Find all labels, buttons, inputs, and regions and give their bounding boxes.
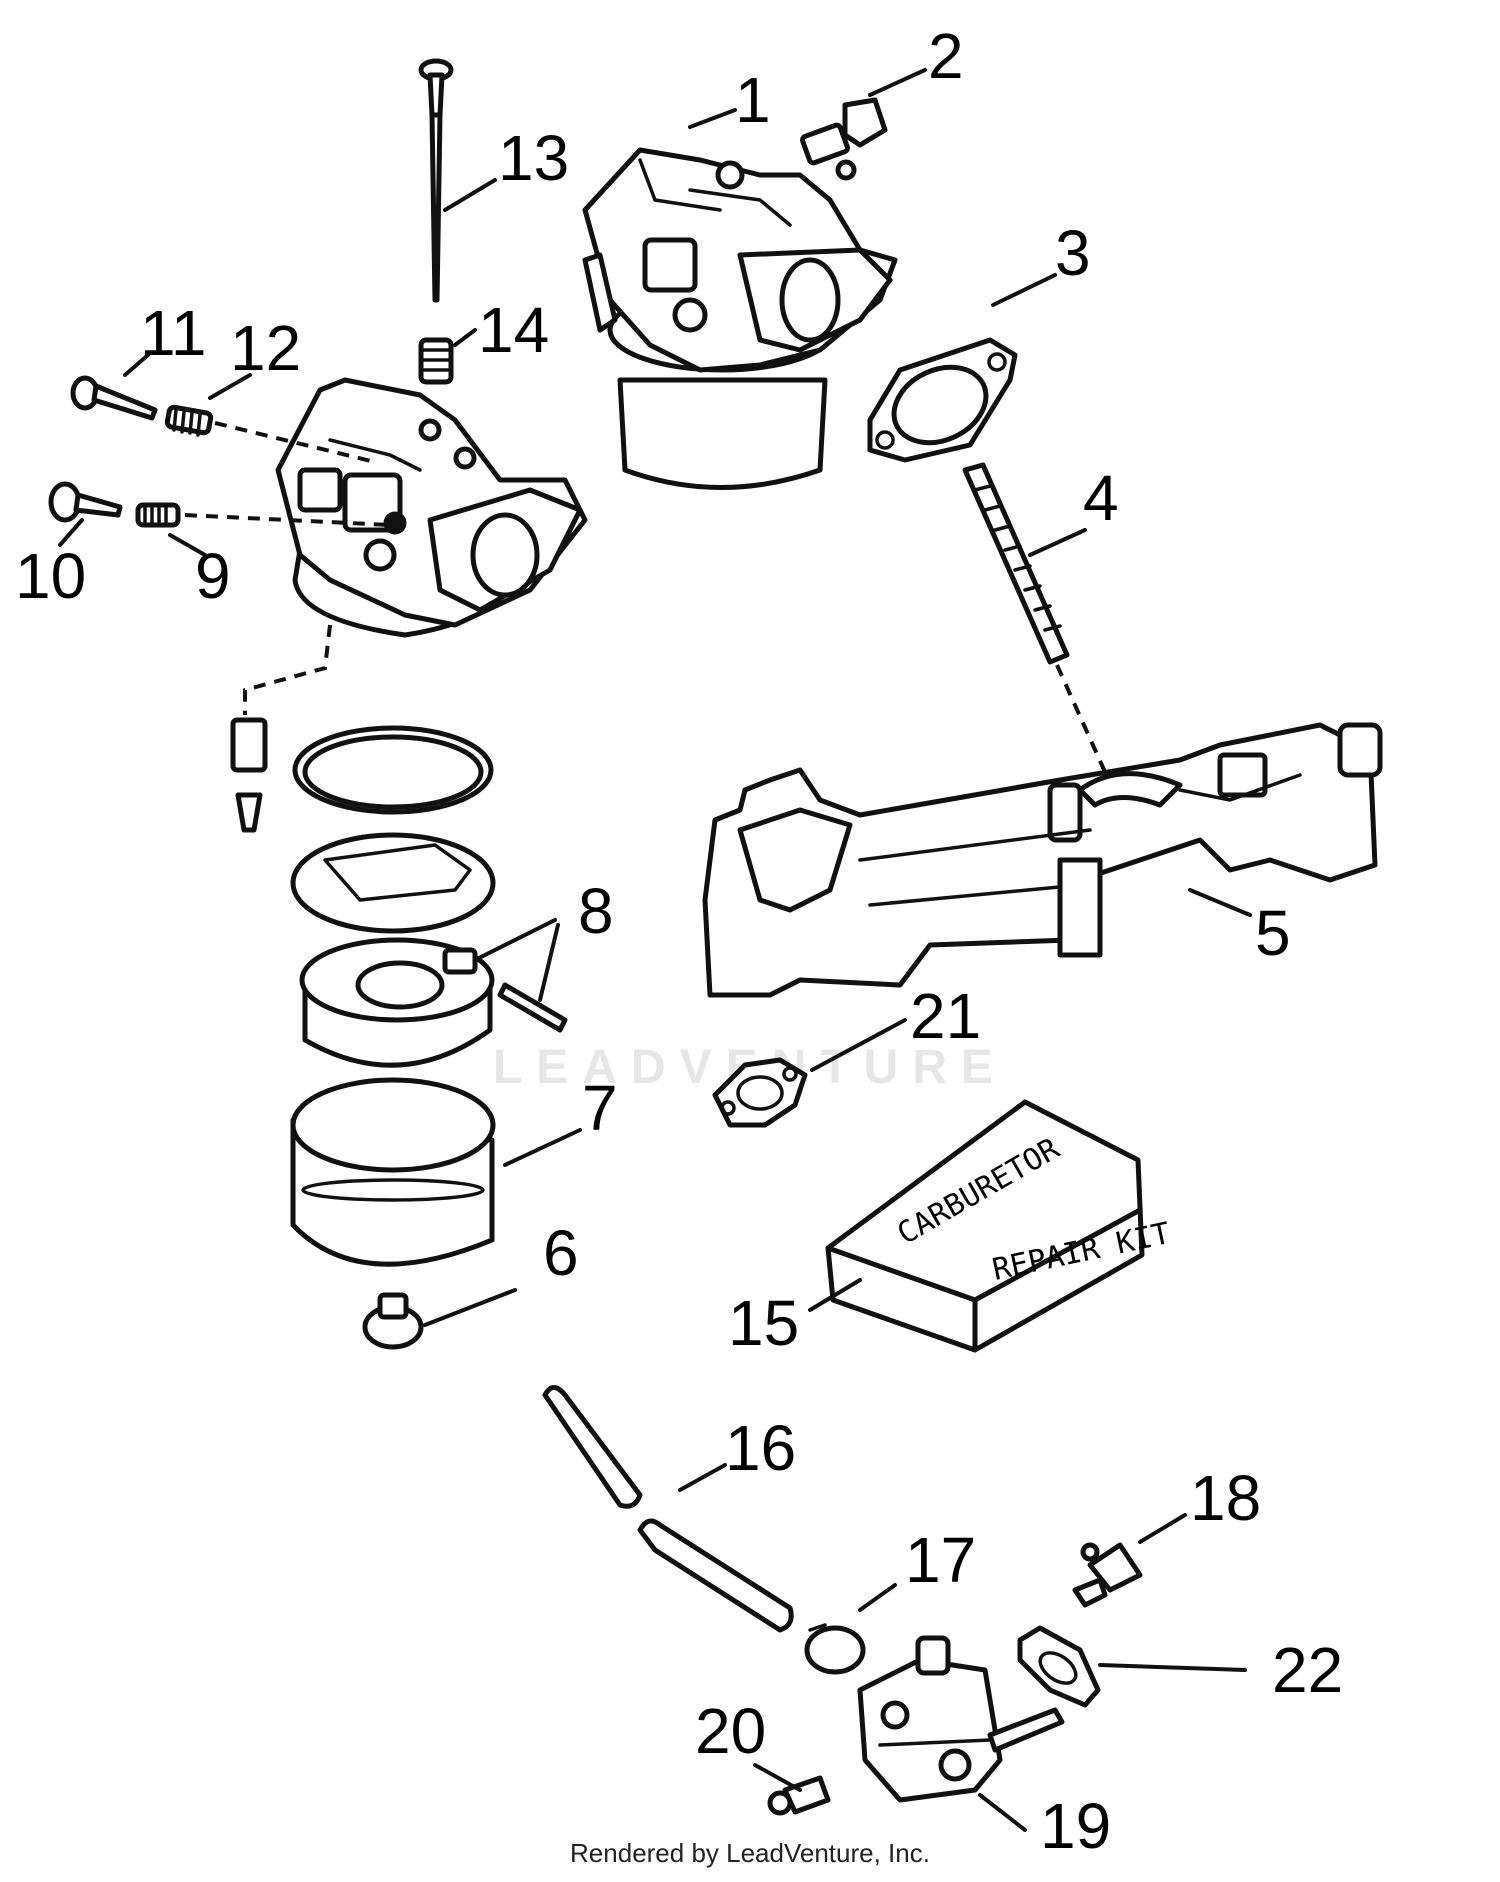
callout-19: 19 [1040, 1790, 1111, 1862]
part-19-fuel-pump[interactable] [857, 1635, 1065, 1803]
part-12-spring[interactable] [164, 404, 214, 437]
callout-22: 22 [1272, 1634, 1343, 1706]
part-20-fitting[interactable] [767, 1775, 831, 1816]
callout-15: 15 [728, 1287, 799, 1359]
callout-3: 3 [1055, 217, 1091, 289]
callout-13: 13 [498, 122, 569, 194]
part-18-fitting[interactable] [1072, 1542, 1143, 1608]
float-plate[interactable] [290, 832, 496, 934]
carburetor-body[interactable] [275, 377, 588, 638]
callout-4: 4 [1083, 462, 1119, 534]
callout-16: 16 [725, 1412, 796, 1484]
part-11-screw[interactable] [70, 375, 158, 421]
callout-8: 8 [578, 875, 614, 947]
part-8-float[interactable] [299, 937, 568, 1068]
callout-21: 21 [910, 980, 981, 1052]
part-10-screw[interactable] [48, 481, 123, 523]
part-6-drain-plug[interactable] [362, 1292, 424, 1350]
callout-2: 2 [928, 20, 964, 92]
callout-7: 7 [582, 1072, 618, 1144]
part-2-elbow-fitting[interactable] [800, 97, 888, 181]
callout-6: 6 [543, 1217, 579, 1289]
part-21-gasket[interactable] [712, 1057, 808, 1128]
part-14-spring[interactable] [418, 337, 454, 385]
bowl-gasket-ring[interactable] [292, 725, 494, 815]
part-15-repair-kit[interactable]: CARBURETOR REPAIR KIT [825, 1099, 1173, 1353]
part-1-carburetor[interactable] [582, 147, 898, 490]
inlet-needle[interactable] [230, 717, 268, 833]
callout-1: 1 [735, 64, 771, 136]
callout-numbers: 1 2 3 4 5 6 7 8 9 10 11 12 13 14 15 16 1… [15, 20, 1343, 1862]
callout-20: 20 [695, 1695, 766, 1767]
part-17-clamp[interactable] [804, 1623, 866, 1675]
part-4-stud[interactable] [962, 462, 1070, 665]
part-13-needle[interactable] [418, 58, 454, 303]
callout-11: 11 [140, 297, 206, 369]
part-9-spring[interactable] [135, 502, 181, 528]
part-22-gasket[interactable] [1017, 1625, 1101, 1708]
part-5-intake-manifold[interactable] [702, 722, 1383, 998]
part-7-float-bowl[interactable] [290, 1077, 496, 1267]
footer-credit: Rendered by LeadVenture, Inc. [570, 1838, 930, 1868]
part-16-fuel-line[interactable] [542, 1385, 794, 1633]
callout-12: 12 [230, 312, 301, 384]
callout-17: 17 [905, 1524, 976, 1596]
callout-9: 9 [195, 540, 231, 612]
callout-10: 10 [15, 540, 86, 612]
callout-5: 5 [1255, 897, 1291, 969]
callout-18: 18 [1190, 1462, 1261, 1534]
leader-lines [58, 68, 1252, 1832]
callout-14: 14 [478, 294, 549, 366]
part-3-gasket[interactable] [867, 337, 1018, 463]
